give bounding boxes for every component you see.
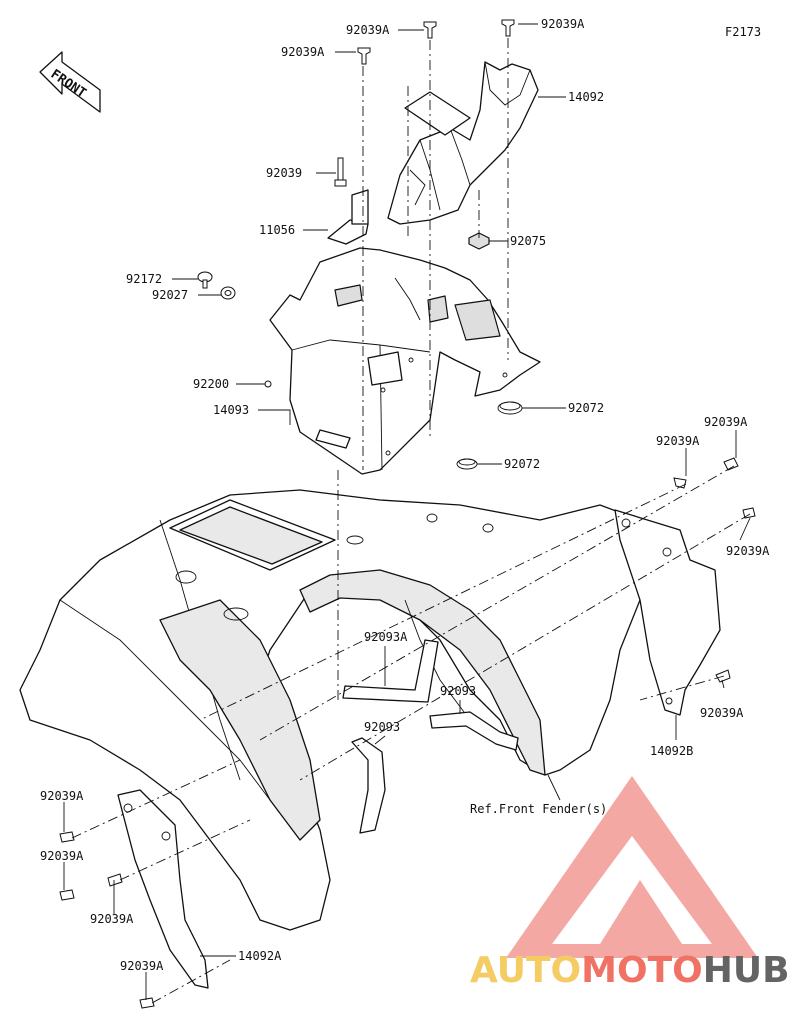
callout-14092B: 14092B <box>650 744 693 758</box>
washer-92027 <box>220 286 236 300</box>
screw-92172 <box>197 271 213 289</box>
fastener-92039A-left-panel <box>59 831 155 1009</box>
callout-14093: 14093 <box>213 403 249 417</box>
callout-14092: 14092 <box>568 90 604 104</box>
clamp-92072-lower <box>456 458 478 470</box>
callout-92039: 92039 <box>266 166 302 180</box>
watermark-moto: MOTO <box>581 950 703 991</box>
callout-92172: 92172 <box>126 272 162 286</box>
watermark-auto: AUTO <box>470 950 581 991</box>
callout-92039A-9: 92039A <box>40 849 84 863</box>
front-direction-arrow: FRONT <box>39 51 101 113</box>
fastener-92039A-right-panel <box>673 457 756 683</box>
watermark-logo: AUTOMOTOHUB <box>470 776 790 991</box>
callout-92039A-1: 92039A <box>346 23 390 37</box>
watermark-hub: HUB <box>703 950 790 991</box>
part-14093-tray <box>269 247 541 475</box>
callout-92039A-3: 92039A <box>281 45 325 59</box>
callout-92075: 92075 <box>510 234 546 248</box>
bolt-92039 <box>334 157 347 187</box>
callout-92093-2: 92093 <box>364 720 400 734</box>
leader-lines <box>63 23 751 1000</box>
callout-92039A-2: 92039A <box>541 17 585 31</box>
svg-text:AUTOMOTOHUB: AUTOMOTOHUB <box>470 950 790 991</box>
clip-92200 <box>264 380 272 388</box>
callout-11056: 11056 <box>259 223 295 237</box>
callout-92200: 92200 <box>193 377 229 391</box>
part-14092B-side-panel <box>614 509 721 716</box>
callout-92072-2: 92072 <box>504 457 540 471</box>
clamp-92072-upper <box>497 401 523 415</box>
callout-92039A-5: 92039A <box>704 415 748 429</box>
callout-labels: 92039A 92039A 92039A 14092 92039 11056 9… <box>40 17 770 973</box>
callout-92039A-8: 92039A <box>40 789 84 803</box>
callout-92027: 92027 <box>152 288 188 302</box>
callout-92039A-7: 92039A <box>700 706 744 720</box>
callout-92039A-11: 92039A <box>120 959 164 973</box>
callout-92039A-6: 92039A <box>726 544 770 558</box>
assembly-lines <box>71 38 751 1004</box>
callout-92039A-4: 92039A <box>656 434 700 448</box>
callout-92093A: 92093A <box>364 630 408 644</box>
figure-code: F2173 <box>725 25 761 39</box>
hose-92093-left <box>351 737 386 834</box>
fastener-92039A-top-center <box>423 21 437 39</box>
callout-14092A: 14092A <box>238 949 282 963</box>
hose-92093-right <box>429 711 519 751</box>
callout-92072-1: 92072 <box>568 401 604 415</box>
fastener-92039A-top-left <box>357 47 371 65</box>
fastener-92039A-top-right <box>501 19 515 37</box>
callout-92093-1: 92093 <box>440 684 476 698</box>
front-fender-reference <box>19 489 661 931</box>
part-11056-bracket <box>327 189 369 245</box>
callout-92039A-10: 92039A <box>90 912 134 926</box>
hose-92093A <box>342 639 439 703</box>
reference-note: Ref.Front Fender(s) <box>470 802 607 816</box>
part-14092-upper-cover <box>387 61 539 225</box>
